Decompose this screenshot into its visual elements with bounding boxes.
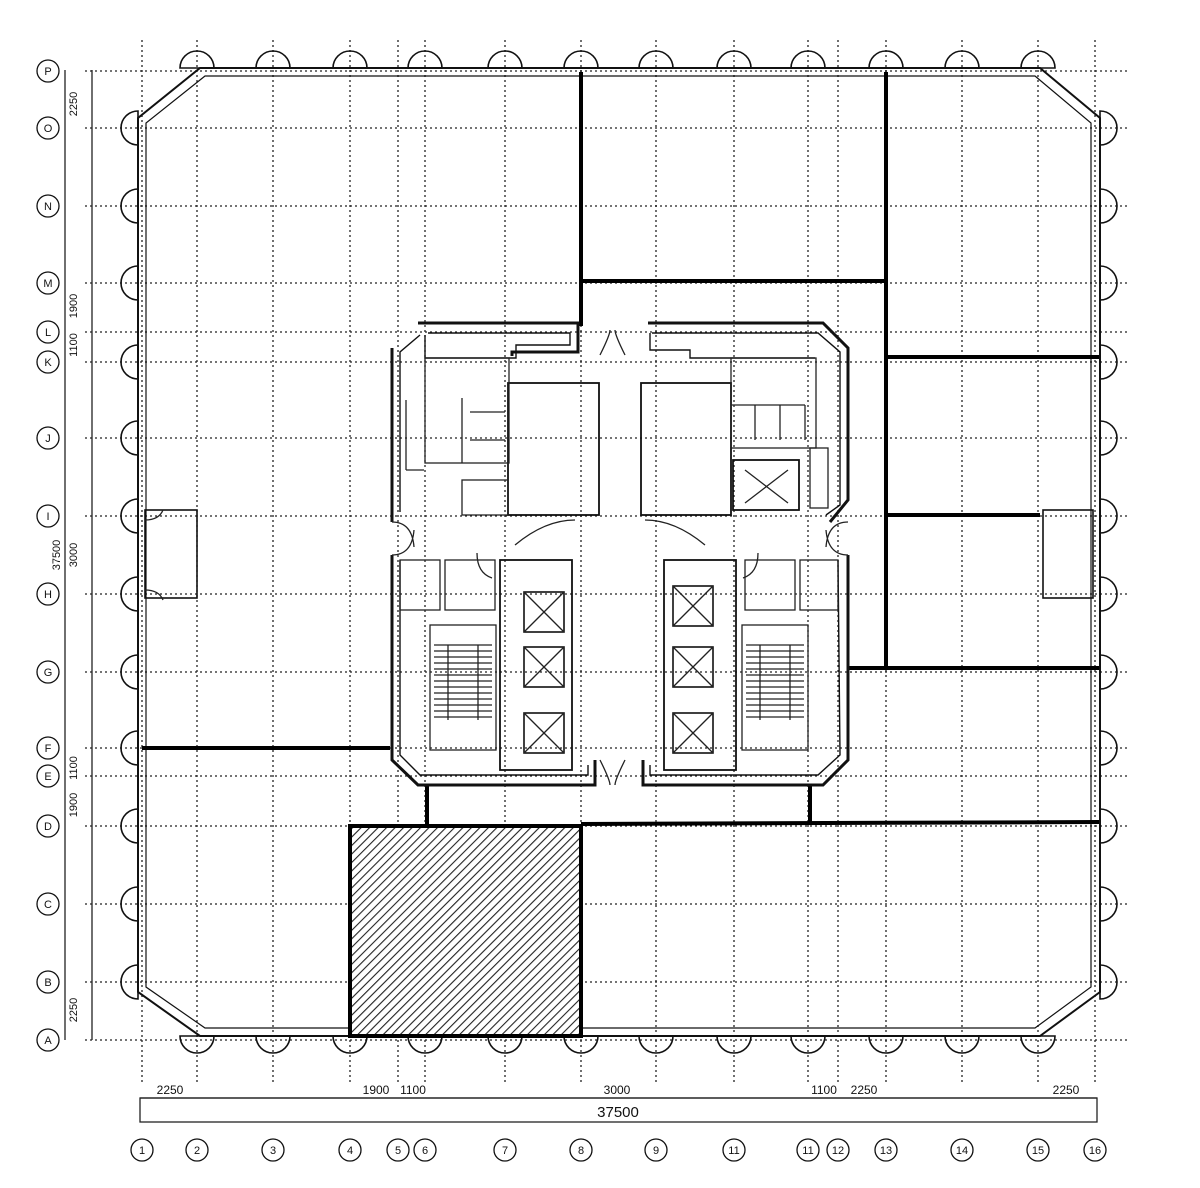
row-label: E — [44, 771, 51, 783]
row-label: A — [44, 1035, 52, 1047]
column-bubble — [1083, 1138, 1107, 1162]
column-bubble — [130, 1138, 154, 1162]
row-bubble — [36, 116, 60, 140]
column-bubble — [874, 1138, 898, 1162]
column-bubble — [386, 1138, 410, 1162]
row-bubble — [36, 271, 60, 295]
row-label: H — [44, 589, 52, 601]
bottom-dim-4: 3000 — [604, 1083, 631, 1097]
row-label: F — [45, 743, 52, 755]
row-bubble — [36, 59, 60, 83]
row-bubble — [36, 970, 60, 994]
column-bubble — [569, 1138, 593, 1162]
column-label: 5 — [395, 1145, 401, 1157]
row-bubble — [36, 426, 60, 450]
left-dim-4: 3000 — [68, 543, 80, 567]
column-bubble — [413, 1138, 437, 1162]
column-bubble — [722, 1138, 746, 1162]
column-bubble — [338, 1138, 362, 1162]
left-dim-1: 2250 — [68, 92, 80, 116]
row-bubble — [36, 660, 60, 684]
row-label: D — [44, 821, 52, 833]
column-bubble — [826, 1138, 850, 1162]
column-label: 6 — [422, 1145, 428, 1157]
column-label: 15 — [1032, 1145, 1044, 1157]
column-label: 4 — [347, 1145, 353, 1157]
left-dim-7: 2250 — [68, 998, 80, 1022]
bottom-dim-2: 1900 — [363, 1083, 390, 1097]
row-label: C — [44, 899, 52, 911]
column-label: 11 — [802, 1145, 813, 1157]
row-bubble — [36, 504, 60, 528]
left-dim-2: 1900 — [68, 294, 80, 318]
row-bubble — [36, 582, 60, 606]
column-label: 16 — [1089, 1145, 1101, 1157]
column-label: 8 — [578, 1145, 584, 1157]
row-label: G — [44, 667, 53, 679]
column-label: 14 — [956, 1145, 968, 1157]
column-label: 7 — [502, 1145, 508, 1157]
grid-lines — [85, 40, 1130, 1085]
left-dimension: 2250 1900 1100 3000 37500 1100 1900 2250 — [51, 70, 93, 1040]
left-dim-3: 1100 — [68, 333, 80, 357]
left-total: 37500 — [51, 540, 63, 571]
column-label: 9 — [653, 1145, 659, 1157]
bottom-total: 37500 — [597, 1104, 639, 1121]
side-recess-east — [1042, 509, 1094, 599]
column-bubble — [644, 1138, 668, 1162]
column-label: 11 — [728, 1145, 739, 1157]
column-bubble — [1026, 1138, 1050, 1162]
elevator-cars — [523, 585, 714, 754]
column-bubble — [950, 1138, 974, 1162]
side-recess-west — [144, 509, 198, 601]
row-bubble — [36, 814, 60, 838]
row-label: P — [44, 66, 51, 78]
bottom-dim-6: 2250 — [851, 1083, 878, 1097]
row-label: J — [45, 433, 51, 445]
column-label: 1 — [139, 1145, 145, 1157]
row-label: I — [46, 511, 49, 523]
column-label: 3 — [270, 1145, 276, 1157]
row-bubble — [36, 736, 60, 760]
row-label: L — [45, 327, 51, 339]
row-bubble — [36, 1028, 60, 1052]
bottom-dim-1: 2250 — [157, 1083, 184, 1097]
column-bubble — [796, 1138, 820, 1162]
row-bubble — [36, 764, 60, 788]
bottom-dim-3: 1100 — [400, 1083, 426, 1097]
column-bubble — [261, 1138, 285, 1162]
bottom-dimension: 2250 1900 1100 3000 1100 2250 2250 37500 — [139, 1083, 1098, 1123]
column-label: 13 — [880, 1145, 892, 1157]
column-label: 12 — [832, 1145, 844, 1157]
partition-walls — [142, 72, 1100, 826]
row-label: M — [43, 278, 52, 290]
column-label: 2 — [194, 1145, 200, 1157]
row-bubble — [36, 320, 60, 344]
row-label: B — [44, 977, 51, 989]
column-bubble — [185, 1138, 209, 1162]
hatched-tenant-area — [348, 824, 583, 1038]
service-core — [390, 321, 850, 787]
column-bubble — [493, 1138, 517, 1162]
row-label: N — [44, 201, 52, 213]
row-bubble — [36, 194, 60, 218]
stair-treads — [434, 644, 804, 718]
row-bubbles: P O N M L K J I H G F E D C B A — [36, 59, 60, 1052]
bottom-dim-7: 2250 — [1053, 1083, 1080, 1097]
row-label: K — [44, 357, 52, 369]
row-label: O — [44, 123, 53, 135]
row-bubble — [36, 350, 60, 374]
left-dim-6: 1900 — [68, 793, 80, 817]
perimeter-columns — [120, 50, 1118, 1054]
left-dim-5: 1100 — [68, 756, 80, 780]
bottom-dim-5: 1100 — [811, 1083, 837, 1097]
row-bubble — [36, 892, 60, 916]
building-perimeter — [137, 67, 1101, 1037]
